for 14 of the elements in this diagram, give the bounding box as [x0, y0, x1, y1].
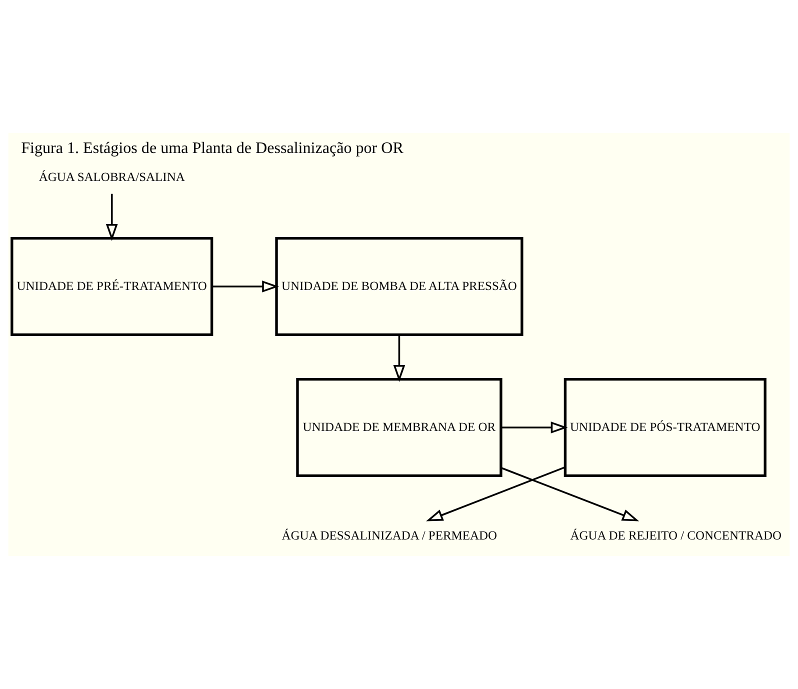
arrow [393, 334, 406, 382]
arrow [501, 422, 568, 434]
node-box: UNIDADE DE PÓS-TRATAMENTO [564, 378, 766, 478]
arrow [106, 194, 118, 241]
node-box: UNIDADE DE PRÉ-TRATAMENTO [10, 236, 214, 336]
node-box: UNIDADE DE MEMBRANA DE OR [296, 378, 502, 478]
diagram-title: Figura 1. Estágios de uma Planta de Dessalinização por OR [21, 140, 404, 157]
arrow [500, 466, 640, 522]
arrow [426, 466, 566, 522]
node-text: ÁGUA DE REJEITO / CONCENTRADO [570, 528, 782, 543]
node-text: ÁGUA DESSALINIZADA / PERMEADO [282, 528, 498, 543]
arrow [212, 280, 280, 292]
node-box: UNIDADE DE BOMBA DE ALTA PRESSÃO [275, 236, 524, 336]
node-text: ÁGUA SALOBRA/SALINA [38, 170, 185, 184]
